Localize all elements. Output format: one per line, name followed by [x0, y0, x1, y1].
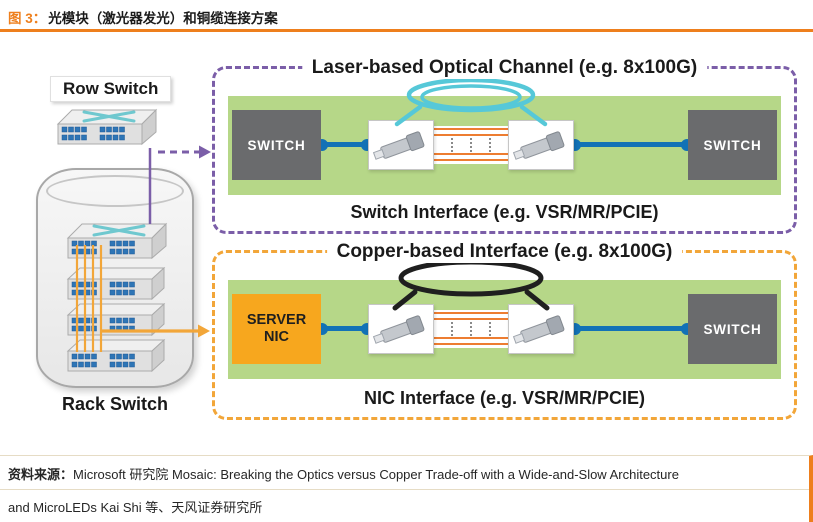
copper-right-switch-box: SWITCH — [688, 294, 777, 364]
source-prefix: 资料来源： — [8, 467, 74, 482]
pcb-trace-strip — [434, 310, 508, 348]
electrical-link-right — [569, 138, 693, 151]
copper-module-left — [368, 304, 434, 354]
optical-right-switch-box: SWITCH — [688, 110, 777, 180]
trace-rail — [434, 337, 508, 345]
optical-interface-label: Switch Interface (e.g. VSR/MR/PCIE) — [350, 202, 659, 222]
trace-dot — [451, 138, 453, 152]
optical-path-arrowhead-icon — [199, 145, 211, 159]
figure-number: 图 3： — [8, 11, 47, 26]
trace-rail — [434, 312, 508, 320]
copper-interface-label: NIC Interface (e.g. VSR/MR/PCIE) — [363, 388, 646, 408]
copper-channel-title: Copper-based Interface (e.g. 8x100G) — [326, 241, 683, 263]
trace-dot — [489, 322, 491, 336]
trace-rail — [434, 128, 508, 136]
trace-dot — [451, 322, 453, 336]
copper-channel-box: Copper-based Interface (e.g. 8x100G) SER… — [212, 241, 797, 420]
row-switch-label: Row Switch — [50, 76, 172, 102]
optical-channel-box: Laser-based Optical Channel (e.g. 8x100G… — [212, 57, 797, 234]
copper-interface-panel: SERVER NIC SWITCH — [228, 280, 781, 379]
trace-rail — [434, 153, 508, 161]
trace-dot — [489, 138, 491, 152]
rack-switch-label: Rack Switch — [61, 394, 169, 414]
trace-dots — [434, 322, 508, 336]
source-footer: 资料来源：Microsoft 研究院 Mosaic: Breaking the … — [0, 455, 813, 522]
transceiver-icon — [509, 121, 575, 171]
source-line-2: and MicroLEDs Kai Shi 等、天风证券研究所 — [8, 500, 263, 515]
transceiver-icon — [369, 305, 435, 355]
footer-divider — [0, 489, 809, 490]
transceiver-icon — [509, 305, 575, 355]
transceiver-icon — [369, 121, 435, 171]
copper-path-arrowhead-icon — [198, 324, 210, 338]
source-line-1: 资料来源：Microsoft 研究院 Mosaic: Breaking the … — [8, 464, 679, 483]
figure-title: 光模块（激光器发光）和铜缆连接方案 — [48, 11, 278, 26]
trace-dot — [470, 138, 472, 152]
figure-header: 图 3：光模块（激光器发光）和铜缆连接方案 — [8, 7, 278, 27]
pcb-trace-strip — [434, 126, 508, 164]
electrical-link-right — [569, 322, 693, 335]
rack-switch-device-icon — [58, 338, 170, 374]
electrical-link-left — [316, 322, 373, 335]
trace-dot — [470, 322, 472, 336]
header-accent-rule — [0, 29, 813, 32]
optical-module-left — [368, 120, 434, 170]
optical-channel-title: Laser-based Optical Channel (e.g. 8x100G… — [301, 57, 708, 79]
trace-dots — [434, 138, 508, 152]
rack-switch-device-icon — [58, 266, 170, 302]
copper-module-right — [508, 304, 574, 354]
row-switch-device-icon — [48, 108, 160, 150]
optical-interface-panel: SWITCH SWITCH — [228, 96, 781, 195]
server-nic-box: SERVER NIC — [232, 294, 321, 364]
electrical-link-left — [316, 138, 373, 151]
rack-switch-device-icon — [58, 222, 170, 264]
rack-switch-device-icon — [58, 302, 170, 338]
optical-left-switch-box: SWITCH — [232, 110, 321, 180]
optical-module-right — [508, 120, 574, 170]
source-text-1: Microsoft 研究院 Mosaic: Breaking the Optic… — [73, 467, 679, 482]
